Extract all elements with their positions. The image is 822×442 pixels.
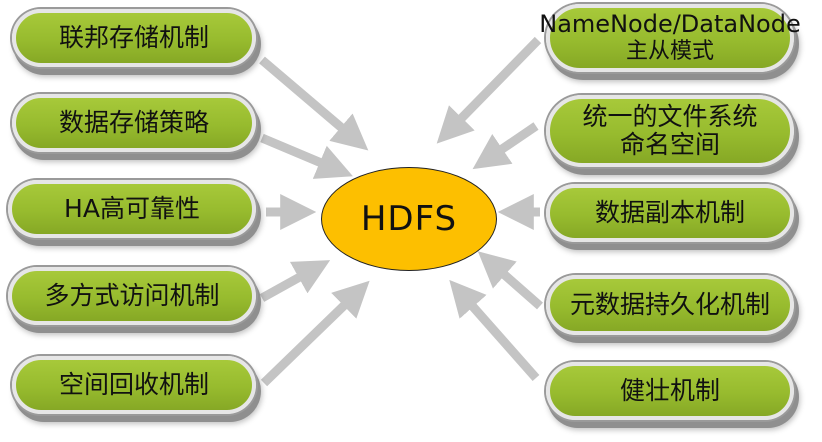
arrow-storage-policy [260,133,353,179]
arrow-namespace [472,122,539,170]
arrow-federation [259,56,369,151]
node-ha: HA高可靠性 [8,180,256,238]
node-label: 健壮机制 [619,376,720,405]
node-label: 数据副本机制 [594,198,745,227]
node-space-reclaim: 空间回收机制 [12,356,256,414]
node-label-line1: 统一的文件系统 [582,102,758,131]
node-unified-namespace: 统一的文件系统 命名空间 [546,95,794,167]
node-master-slave: NameNode/DataNode 主从模式 [539,4,801,72]
node-label: HA高可靠性 [64,194,200,223]
center-label: HDFS [360,199,458,239]
arrow-robust [449,279,540,381]
node-label: 多方式访问机制 [44,281,220,310]
node-label: 元数据持久化机制 [569,290,770,319]
node-storage-policy: 数据存储策略 [12,94,256,152]
arrow-space-reclaim [260,280,370,387]
node-label: 联邦存储机制 [58,23,209,52]
center-hdfs: HDFS [321,167,497,271]
node-label-line2: 主从模式 [625,39,714,64]
node-metadata-persistence: 元数据持久化机制 [546,275,794,335]
node-replica: 数据副本机制 [546,184,794,242]
arrow-master-slave [436,36,542,144]
arrow-multi-access [259,260,331,302]
arrow-metadata [477,251,543,310]
node-label-line1: NameNode/DataNode [539,10,801,38]
node-label: 数据存储策略 [58,108,209,137]
node-label: 空间回收机制 [58,370,209,399]
node-federation: 联邦存储机制 [12,9,256,67]
node-label-line2: 命名空间 [619,130,720,159]
node-robust: 健壮机制 [546,362,794,420]
node-multi-access: 多方式访问机制 [8,267,256,325]
